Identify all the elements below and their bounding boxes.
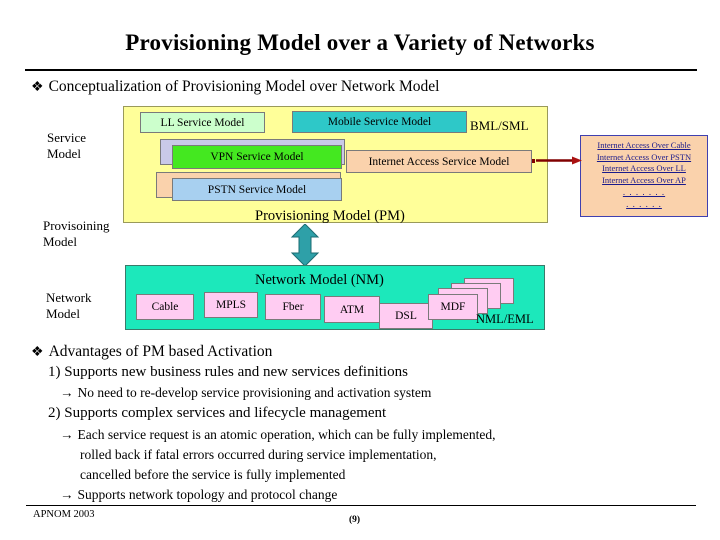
advantage-item-2-sub-line1: →Each service request is an atomic opera… bbox=[60, 427, 495, 443]
box-network-cable-label: Cable bbox=[151, 301, 179, 313]
box-network-mpls-label: MPLS bbox=[215, 299, 247, 311]
box-network-dsl[interactable]: DSL bbox=[379, 303, 433, 329]
box-network-mpls[interactable]: MPLS bbox=[204, 292, 258, 318]
side-label-network-line2: Model bbox=[46, 306, 80, 321]
box-network-fber[interactable]: Fber bbox=[265, 294, 321, 320]
arrow-right-glyph-3: → bbox=[60, 487, 74, 502]
box-ll-service-model-label: LL Service Model bbox=[160, 116, 245, 129]
network-model-panel-label: Network Model (NM) bbox=[255, 272, 384, 288]
box-internet-access-service-model[interactable]: Internet Access Service Model bbox=[346, 150, 532, 173]
side-label-service-line2: Model bbox=[47, 146, 81, 161]
box-network-cable[interactable]: Cable bbox=[136, 294, 194, 320]
box-ll-service-model[interactable]: LL Service Model bbox=[140, 112, 265, 133]
advantage-item-3-sub: →Supports network topology and protocol … bbox=[60, 487, 337, 503]
box-mobile-service-model[interactable]: Mobile Service Model bbox=[292, 111, 467, 133]
side-label-service-line1: Service bbox=[47, 130, 86, 145]
variant-item-cable[interactable]: Internet Access Over Cable bbox=[597, 140, 691, 150]
advantage-item-1-sub: →No need to re-develop service provision… bbox=[60, 385, 431, 401]
box-network-atm-label: ATM bbox=[339, 303, 365, 316]
side-label-network-line1: Network bbox=[46, 290, 92, 305]
box-network-mdf[interactable]: MDF bbox=[428, 294, 478, 320]
layer-label-nml-eml: NML/EML bbox=[476, 312, 534, 326]
conceptualization-heading-text: Conceptualization of Provisioning Model … bbox=[48, 78, 440, 95]
advantage-item-2-sub-line2: rolled back if fatal errors occurred dur… bbox=[80, 447, 437, 462]
section-heading-conceptualization: ❖ Conceptualization of Provisioning Model… bbox=[31, 78, 439, 96]
box-internet-access-service-model-label: Internet Access Service Model bbox=[368, 155, 510, 168]
box-network-dsl-label: DSL bbox=[395, 310, 417, 322]
footer-divider bbox=[26, 505, 696, 506]
provisioning-model-panel-label: Provisioning Model (PM) bbox=[255, 208, 405, 224]
advantage-item-2-sub-line3: cancelled before the service is fully im… bbox=[80, 467, 346, 482]
box-vpn-service-model[interactable]: VPN Service Model bbox=[172, 145, 342, 169]
box-pstn-service-model-label: PSTN Service Model bbox=[207, 183, 307, 196]
footer-conference: APNOM 2003 bbox=[33, 509, 95, 520]
arrow-right-glyph-2: → bbox=[60, 427, 74, 442]
box-mobile-service-model-label: Mobile Service Model bbox=[327, 116, 432, 128]
page-title: Provisioning Model over a Variety of Net… bbox=[125, 30, 595, 55]
box-network-mdf-label: MDF bbox=[440, 301, 466, 313]
box-vpn-service-model-label: VPN Service Model bbox=[210, 151, 304, 163]
side-label-provisioning-line1: Provisoining bbox=[43, 218, 110, 233]
internet-access-variants-box: Internet Access Over Cable Internet Acce… bbox=[580, 135, 708, 217]
variant-item-pstn[interactable]: Internet Access Over PSTN bbox=[596, 151, 692, 162]
layer-label-bml-sml: BML/SML bbox=[470, 118, 529, 133]
side-label-provisioning-model: Provisoining Model bbox=[43, 218, 109, 250]
connector-arrow-right-icon bbox=[532, 156, 582, 165]
variant-item-ll[interactable]: Internet Access Over LL bbox=[602, 163, 686, 173]
variant-ellipsis-2: . . . . . . bbox=[626, 199, 662, 209]
side-label-network-model: Network Model bbox=[46, 290, 92, 322]
footer-page-number: (9) bbox=[349, 515, 361, 525]
advantage-item-1-sub-text: No need to re-develop service provisioni… bbox=[77, 385, 432, 400]
section-heading-advantages: ❖ Advantages of PM based Activation bbox=[31, 343, 272, 361]
box-network-atm[interactable]: ATM bbox=[324, 296, 380, 323]
variant-ellipsis-1: . . . . . . . bbox=[622, 187, 666, 197]
advantage-item-2: 2) Supports complex services and lifecyc… bbox=[48, 405, 387, 421]
title-divider bbox=[25, 69, 697, 71]
advantage-item-3-sub-text: Supports network topology and protocol c… bbox=[77, 487, 338, 502]
advantage-item-1: 1) Supports new business rules and new s… bbox=[48, 364, 408, 380]
side-label-provisioning-line2: Model bbox=[43, 234, 77, 249]
diamond-bullet-icon-2: ❖ bbox=[31, 345, 44, 360]
box-pstn-service-model[interactable]: PSTN Service Model bbox=[172, 178, 342, 201]
advantages-heading-text: Advantages of PM based Activation bbox=[48, 343, 273, 360]
advantage-item-2-sub-line1-text: Each service request is an atomic operat… bbox=[77, 427, 496, 442]
connector-arrow-vertical-double-icon bbox=[290, 224, 320, 266]
variant-item-ap[interactable]: Internet Access Over AP bbox=[602, 174, 686, 185]
box-network-fber-label: Fber bbox=[282, 301, 304, 313]
arrow-right-glyph-1: → bbox=[60, 385, 74, 400]
side-label-service-model: Service Model bbox=[47, 130, 86, 162]
diamond-bullet-icon: ❖ bbox=[31, 80, 44, 95]
